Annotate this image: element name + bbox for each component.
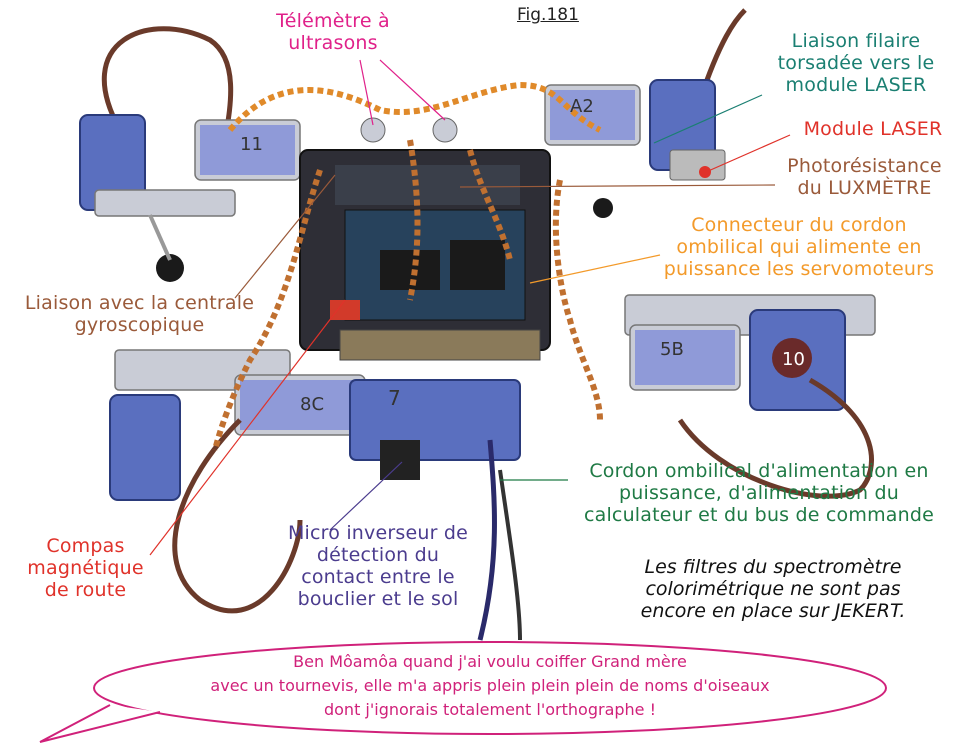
label-line: Module LASER (803, 118, 943, 140)
leader-lines (149, 59, 791, 556)
note-line: colorimétrique ne sont pas (645, 578, 901, 600)
label-line: torsadée vers le (777, 52, 935, 74)
label-line: détection du (316, 544, 440, 566)
label-line: Connecteur du cordon (691, 214, 907, 236)
label-line: module LASER (785, 74, 927, 96)
label-line: Compas (46, 535, 125, 557)
label-line: Cordon ombilical d'alimentation en (589, 460, 929, 482)
label-cordon: Cordon ombilical d'alimentation en puiss… (560, 460, 958, 526)
servo-label-8c: 8C (300, 394, 324, 415)
label-connecteur: Connecteur du cordon ombilical qui alime… (640, 214, 958, 280)
note-line: Les filtres du spectromètre (644, 556, 902, 578)
label-line: bouclier et le sol (297, 588, 459, 610)
servo-labels: 11 A2 5B 10 8C 7 (240, 96, 805, 415)
label-line: de route (44, 579, 127, 601)
label-line: calculateur et du bus de commande (583, 504, 935, 526)
label-photoresistance: Photorésistance du LUXMÈTRE (772, 155, 957, 199)
label-liaison-gyro: Liaison avec la centrale gyroscopique (2, 292, 277, 336)
bubble-line: dont j'ignorais totalement l'orthographe… (323, 700, 657, 719)
servo-label-a2: A2 (570, 96, 594, 117)
spectrometer-note: Les filtres du spectromètre colorimétriq… (598, 556, 948, 622)
label-line: Micro inverseur de (287, 522, 469, 544)
label-telemetre: Télémètre à ultrasons (258, 10, 408, 54)
label-line: puissance, d'alimentation du (618, 482, 900, 504)
label-compas: Compas magnétique de route (18, 535, 153, 601)
label-line: Liaison filaire (791, 30, 921, 52)
label-line: Photorésistance (787, 155, 942, 177)
label-line: ombilical qui alimente en (676, 236, 922, 258)
label-line: Liaison avec la centrale (24, 292, 255, 314)
label-line: du LUXMÈTRE (797, 177, 932, 199)
servo-label-5b: 5B (660, 339, 684, 360)
label-line: gyroscopique (74, 314, 205, 336)
label-line: ultrasons (288, 32, 378, 54)
label-line: puissance les servomoteurs (663, 258, 935, 280)
note-line: encore en place sur JEKERT. (640, 600, 906, 622)
servo-label-11: 11 (240, 134, 263, 155)
label-liaison-laser: Liaison filaire torsadée vers le module … (760, 30, 952, 96)
label-line: Télémètre à (276, 10, 390, 32)
label-micro-inverseur: Micro inverseur de détection du contact … (268, 522, 488, 610)
label-module-laser: Module LASER (788, 118, 958, 140)
robot-illustration (79, 8, 876, 641)
speech-bubble-shape (39, 641, 887, 743)
servo-label-7: 7 (388, 386, 401, 410)
figure-label: Fig.181 (517, 5, 579, 25)
label-line: magnétique (27, 557, 144, 579)
bubble-line: Ben Môamôa quand j'ai voulu coiffer Gran… (293, 652, 687, 671)
bubble-line: avec un tournevis, elle m'a appris plein… (210, 676, 770, 695)
speech-bubble-text: Ben Môamôa quand j'ai voulu coiffer Gran… (130, 650, 850, 722)
servo-label-10: 10 (782, 349, 805, 370)
label-line: contact entre le (301, 566, 455, 588)
